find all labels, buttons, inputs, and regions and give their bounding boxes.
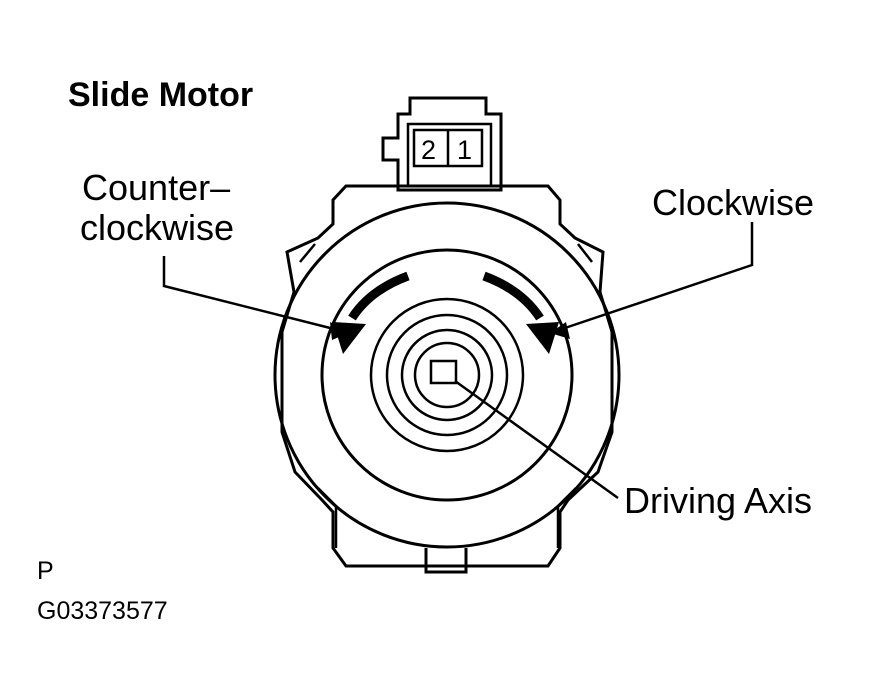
counterclockwise-arrow-head xyxy=(333,322,366,354)
clockwise-label: Clockwise xyxy=(652,182,814,223)
inner-ring xyxy=(320,248,574,502)
leader-lines xyxy=(162,222,754,500)
clockwise-arrow-shaft xyxy=(482,271,544,321)
clockwise-arrow-head xyxy=(526,322,559,354)
shaft-collar xyxy=(413,341,481,409)
hub-ring-outer xyxy=(369,297,525,453)
counterclockwise-arrow-shaft xyxy=(348,271,410,321)
counterclockwise-label-line2: clockwise xyxy=(80,207,234,248)
figure-code: G03373577 xyxy=(37,597,168,625)
driving-axis-label: Driving Axis xyxy=(624,480,812,521)
connector-pin-2: 2 xyxy=(421,135,436,165)
connector: 2 1 xyxy=(381,96,503,192)
outer-ring xyxy=(273,201,621,549)
hub-ring-inner xyxy=(400,328,494,422)
motor-face xyxy=(273,201,621,549)
counterclockwise-label-line1: Counter– xyxy=(82,167,230,208)
connector-pin-1: 1 xyxy=(457,135,472,165)
driving-axis-shaft xyxy=(429,359,458,385)
motor-housing xyxy=(280,184,614,574)
figure-marker: P xyxy=(37,557,54,585)
diagram-title: Slide Motor xyxy=(68,76,253,114)
hub-ring-middle xyxy=(385,313,509,437)
